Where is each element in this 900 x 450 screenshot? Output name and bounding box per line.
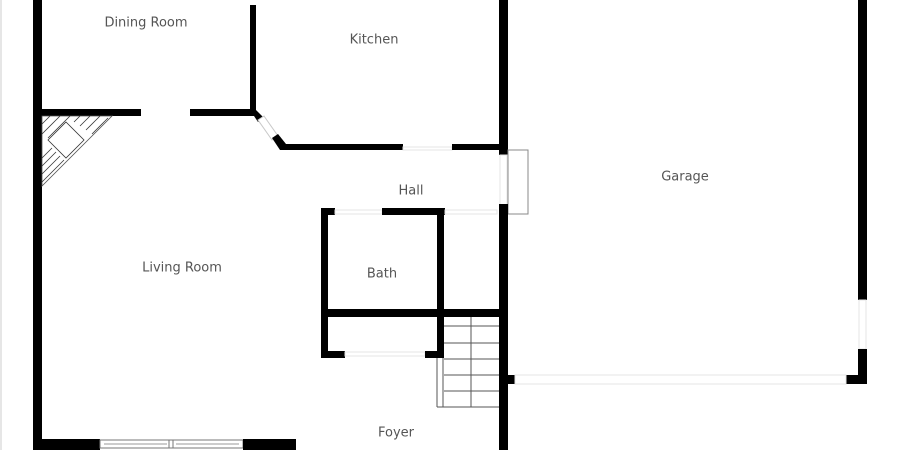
garage-side-opening [858,299,867,350]
wall-bath-left [321,208,328,358]
room-label-hall: Hall [398,183,424,199]
wall-bath-bottom [321,309,502,317]
wall-house-garage-top [499,0,508,155]
wall-living-bottom-right [243,439,296,450]
wall-garage-stub [508,375,515,384]
wall-dining-kitchen [250,5,256,116]
wall-bath-right [437,208,444,358]
wall-garage-bottom-corner [846,375,867,384]
wall-dining-living-left [33,109,141,116]
page-edge-line [0,0,2,450]
garage-door-opening [499,154,508,206]
closet-door [344,351,426,357]
wall-closet-bottom-left [321,351,345,358]
wall-left-exterior [33,0,42,450]
wall-garage-right [858,0,867,300]
wall-kitchen-bottom-left [280,144,403,150]
room-label-kitchen: Kitchen [349,32,399,48]
wall-dining-living-right [190,109,252,116]
staircase [436,317,499,408]
kitchen-doorway [402,146,453,151]
wall-kitchen-bottom-right [452,144,504,150]
fireplace [41,115,113,187]
garage-main-door [514,374,847,385]
wall-living-bottom-left [33,439,100,450]
closet-top-opening [444,209,498,215]
wall-house-garage-bottom [499,204,508,450]
wall-garage-right-lower [858,349,867,384]
room-label-dining-room: Dining Room [104,15,188,31]
room-label-living-room: Living Room [142,260,222,276]
garage-door-swing [507,149,529,215]
room-label-bath: Bath [366,266,398,282]
room-label-garage: Garage [661,169,709,185]
room-label-foyer: Foyer [377,425,415,441]
living-room-window [99,439,244,449]
wall-closet-bottom-right [425,351,444,358]
wall-bath-top-right [382,208,445,215]
bath-top-window [334,209,383,215]
